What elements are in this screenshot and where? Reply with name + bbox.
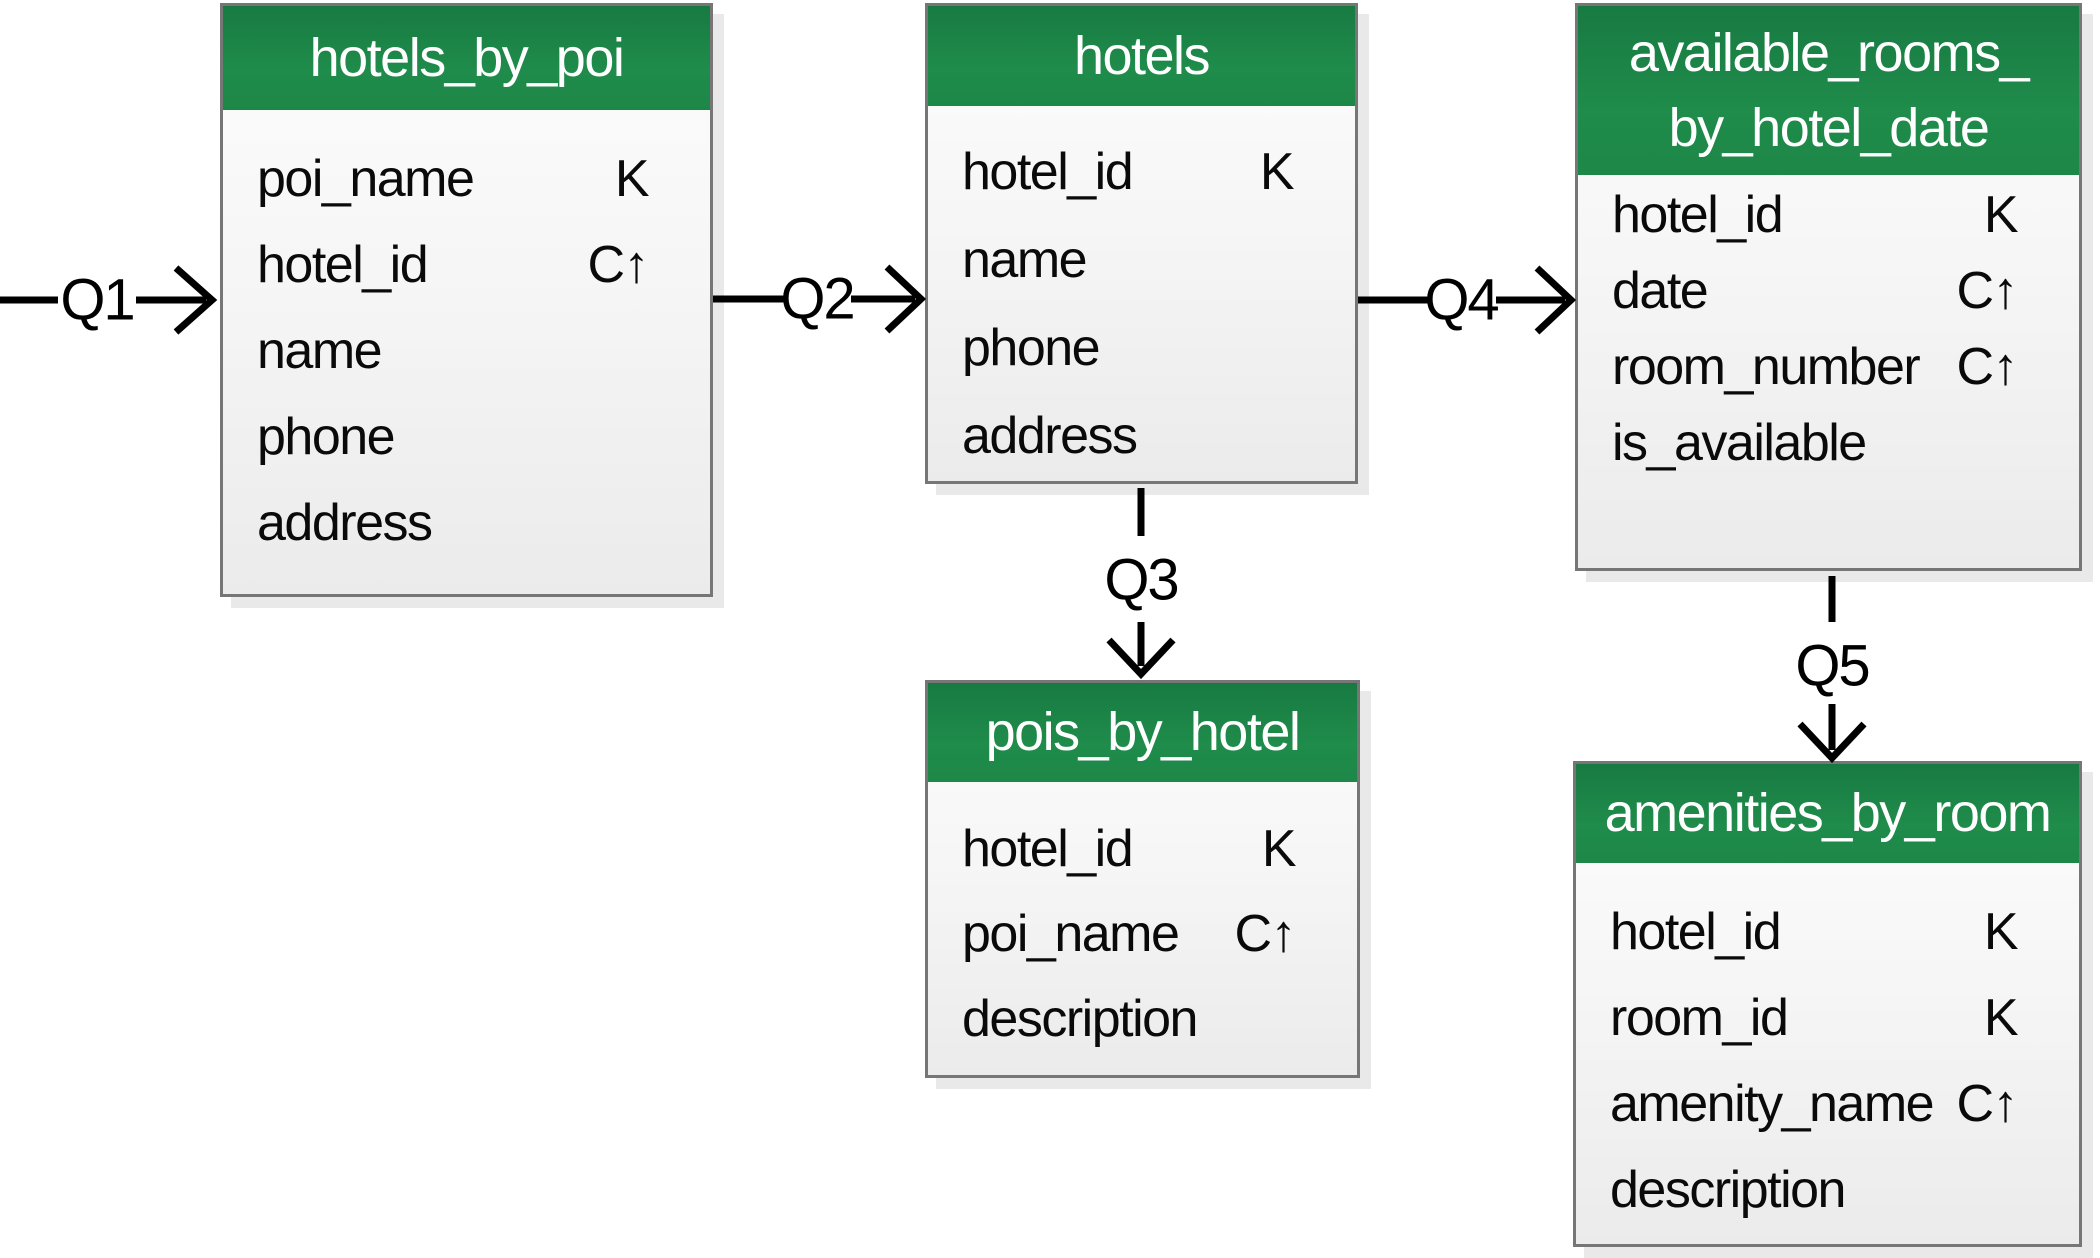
field-row: hotel_id C↑ [223, 222, 710, 308]
field-name: phone [962, 319, 1101, 377]
entity-table-pois-by-hotel: pois_by_hotel hotel_id K poi_name C↑ des… [925, 680, 1360, 1078]
field-name: amenity_name [1610, 1075, 1935, 1133]
table-title: hotels [1073, 25, 1211, 86]
field-row: name [223, 308, 710, 394]
field-row: name [928, 216, 1355, 304]
field-key-badge: K [614, 150, 650, 208]
q2-label: Q2 [780, 267, 853, 332]
q4-arrowhead-icon [1534, 265, 1577, 335]
table-title: amenities_by_room [1604, 783, 2052, 844]
q1-arrow: Q1 [0, 265, 218, 335]
field-row: amenity_name C↑ [1576, 1061, 2079, 1147]
q5-label: Q5 [1795, 634, 1868, 699]
field-row: hotel_id K [1576, 889, 2079, 975]
q5-arrowhead-icon [1797, 721, 1867, 764]
field-key-badge: K [1261, 819, 1297, 878]
field-key-badge: K [1983, 186, 2019, 244]
field-name: poi_name [257, 150, 475, 208]
field-key-badge: K [1983, 903, 2019, 961]
field-row: is_available [1578, 405, 2079, 481]
field-row: address [928, 392, 1355, 480]
field-key-badge: K [1983, 989, 2019, 1047]
table-fields: poi_name K hotel_id C↑ name phone addres… [223, 110, 710, 566]
entity-table-amenities-by-room: amenities_by_room hotel_id K room_id K a… [1573, 761, 2082, 1247]
field-name: description [1610, 1161, 1846, 1219]
table-fields: hotel_id K date C↑ room_number C↑ is_ava… [1578, 175, 2079, 481]
field-key-badge: C↑ [1234, 904, 1296, 963]
field-row: description [928, 976, 1357, 1061]
field-name: is_available [1612, 414, 1867, 472]
q3-label: Q3 [1104, 548, 1177, 613]
field-name: hotel_id [962, 819, 1134, 878]
field-row: hotel_id K [1578, 177, 2079, 253]
field-name: hotel_id [257, 236, 429, 294]
q4-label: Q4 [1424, 268, 1498, 333]
entity-table-hotels-by-poi: hotels_by_poi poi_name K hotel_id C↑ nam… [220, 3, 713, 597]
table-header-amenities-by-room: amenities_by_room [1576, 764, 2079, 863]
table-title-line-2: by_hotel_date [1668, 97, 1990, 158]
q4-arrow: Q4 [1358, 265, 1577, 335]
table-title-line-1: available_rooms_ [1628, 22, 2030, 83]
table-header-available-rooms-by-hotel-date: available_rooms_ by_hotel_date [1578, 6, 2079, 175]
table-fields: hotel_id K name phone address [928, 106, 1355, 480]
entity-table-available-rooms-by-hotel-date: available_rooms_ by_hotel_date hotel_id … [1575, 3, 2082, 571]
field-name: address [257, 494, 433, 552]
q3-arrow: Q3 [1104, 488, 1180, 680]
field-row: date C↑ [1578, 253, 2079, 329]
field-name: phone [257, 408, 396, 466]
field-row: phone [928, 304, 1355, 392]
field-key-badge: K [1259, 143, 1295, 201]
field-name: room_id [1610, 989, 1789, 1047]
field-row: description [1576, 1147, 2079, 1233]
table-title: hotels_by_poi [309, 27, 625, 88]
q5-arrow: Q5 [1795, 576, 1871, 764]
field-name: date [1612, 262, 1709, 320]
field-row: phone [223, 394, 710, 480]
field-row: hotel_id K [928, 128, 1355, 216]
table-fields: hotel_id K room_id K amenity_name C↑ des… [1576, 863, 2079, 1233]
table-header-hotels: hotels [928, 6, 1355, 106]
table-header-hotels-by-poi: hotels_by_poi [223, 6, 710, 110]
q2-arrow: Q2 [713, 264, 927, 334]
field-row: hotel_id K [928, 806, 1357, 891]
field-name: name [257, 322, 383, 380]
field-row: room_number C↑ [1578, 329, 2079, 405]
field-name: poi_name [962, 904, 1180, 963]
field-name: hotel_id [1612, 186, 1784, 244]
field-name: hotel_id [1610, 903, 1782, 961]
field-row: poi_name K [223, 136, 710, 222]
field-key-badge: C↑ [1956, 338, 2018, 396]
field-row: room_id K [1576, 975, 2079, 1061]
field-row: poi_name C↑ [928, 891, 1357, 976]
field-name: address [962, 407, 1138, 465]
field-key-badge: C↑ [1956, 1075, 2018, 1133]
field-row: address [223, 480, 710, 566]
q1-arrowhead-icon [173, 265, 218, 335]
field-name: name [962, 231, 1088, 289]
entity-table-hotels: hotels hotel_id K name phone address [925, 3, 1358, 484]
table-header-pois-by-hotel: pois_by_hotel [928, 683, 1357, 782]
q1-label: Q1 [60, 268, 133, 333]
q3-arrowhead-icon [1106, 637, 1176, 680]
q2-arrowhead-icon [884, 264, 927, 334]
field-name: hotel_id [962, 143, 1134, 201]
field-name: description [962, 989, 1198, 1048]
field-key-badge: C↑ [587, 236, 649, 294]
field-key-badge: C↑ [1956, 262, 2018, 320]
table-fields: hotel_id K poi_name C↑ description [928, 782, 1357, 1061]
field-name: room_number [1612, 338, 1921, 396]
table-title: pois_by_hotel [985, 702, 1301, 763]
